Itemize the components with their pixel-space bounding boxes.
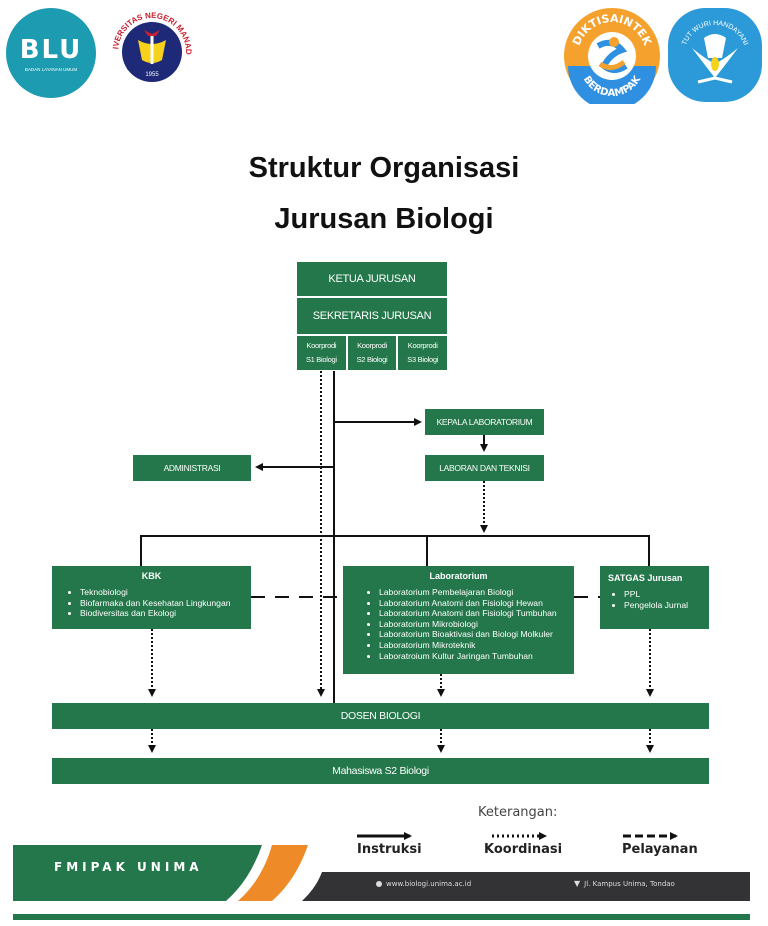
footer-green-panel xyxy=(13,845,262,901)
satgas-list: PPL Pengelola Jurnal xyxy=(600,589,709,610)
laboratorium-item: Laboratroium Kultur Jaringan Tumbuhan xyxy=(379,651,574,662)
kepala-laboratorium-box: KEPALA LABORATORIUM xyxy=(425,409,544,435)
globe-icon xyxy=(376,881,382,887)
diktisaintek-logo: DIKTISAINTEK BERDAMPAK xyxy=(564,8,660,104)
koorprodi-s2-line2: S2 Biologi xyxy=(356,355,388,364)
koorprodi-s1-line2: S1 Biologi xyxy=(305,355,337,364)
kbk-title: KBK xyxy=(141,571,162,581)
kbk-card: KBK Teknobiologi Biofarmaka dan Kesehata… xyxy=(52,566,251,629)
laboran-teknisi-box: LABORAN DAN TEKNISI xyxy=(425,455,544,481)
laboratorium-item: Laboratorium Bioaktivasi dan Biologi Mol… xyxy=(379,629,574,640)
tut-wuri-handayani-logo: TUT WURI HANDAYANI xyxy=(668,8,762,102)
legend-heading: Keterangan: xyxy=(478,805,558,820)
koorprodi-s2-line1: Koorprodi xyxy=(357,341,387,350)
satgas-item: PPL xyxy=(624,589,709,600)
laboratorium-title: Laboratorium xyxy=(429,571,488,581)
unima-year: 1955 xyxy=(145,72,159,78)
footer-website-text: www.biologi.unima.ac.id xyxy=(386,880,472,888)
dosen-biologi-label: DOSEN BIOLOGI xyxy=(340,710,421,722)
sekretaris-jurusan-label: SEKRETARIS JURUSAN xyxy=(312,310,432,322)
laboran-teknisi-label: LABORAN DAN TEKNISI xyxy=(439,463,530,473)
footer-dark-band xyxy=(302,872,750,901)
diktisaintek-emblem-icon: DIKTISAINTEK BERDAMPAK xyxy=(568,12,656,104)
unima-logo: UNIVERSITAS NEGERI MANADO UNIMA TONDANO … xyxy=(108,8,196,96)
koorprodi-s3-box: Koorprodi S3 Biologi xyxy=(398,336,448,370)
laboratorium-item: Laboratorium Mikroteknik xyxy=(379,640,574,651)
tut-wuri-emblem-icon: TUT WURI HANDAYANI xyxy=(681,20,749,84)
ketua-jurusan-label: KETUA JURUSAN xyxy=(328,273,416,285)
laboratorium-item: Laboratorium Anatomi dan Fisiologi Hewan xyxy=(379,598,574,609)
dosen-biologi-bar: DOSEN BIOLOGI xyxy=(52,703,709,729)
laboratorium-card: Laboratorium Laboratorium Pembelajaran B… xyxy=(343,566,574,674)
koorprodi-s3-line2: S3 Biologi xyxy=(407,355,439,364)
ketua-jurusan-box: KETUA JURUSAN xyxy=(297,262,447,296)
satgas-card: SATGAS Jurusan PPL Pengelola Jurnal xyxy=(600,566,709,629)
footer-bottom-green-line xyxy=(13,914,750,920)
koorprodi-s1-line1: Koorprodi xyxy=(306,341,337,350)
footer-address: ▼ Jl. Kampus Unima, Tondao xyxy=(574,879,675,888)
unima-emblem-icon: UNIVERSITAS NEGERI MANADO UNIMA TONDANO … xyxy=(108,8,193,83)
koorprodi-s1-box: Koorprodi S1 Biologi xyxy=(297,336,346,370)
footer-orange-stripe xyxy=(238,845,308,901)
footer-brand: FMIPAK UNIMA xyxy=(54,860,203,874)
mahasiswa-label: Mahasiswa S2 Biologi xyxy=(332,765,429,777)
map-pin-icon: ▼ xyxy=(574,879,581,888)
laboratorium-item: Laboratorium Mikrobiologi xyxy=(379,619,574,630)
kbk-item: Biodiversitas dan Ekologi xyxy=(80,608,251,619)
legend-label-pelayanan: Pelayanan xyxy=(622,842,698,857)
sekretaris-jurusan-box: SEKRETARIS JURUSAN xyxy=(297,298,447,334)
footer-website[interactable]: www.biologi.unima.ac.id xyxy=(376,880,471,888)
satgas-item: Pengelola Jurnal xyxy=(624,600,709,611)
laboratorium-list: Laboratorium Pembelajaran Biologi Labora… xyxy=(343,587,574,661)
blu-logo: BLU BADAN LAYANAN UMUM xyxy=(6,8,96,98)
kbk-list: Teknobiologi Biofarmaka dan Kesehatan Li… xyxy=(52,587,251,619)
page-subtitle: Jurusan Biologi xyxy=(274,203,494,235)
kbk-item: Biofarmaka dan Kesehatan Lingkungan xyxy=(80,598,251,609)
footer-address-text: Jl. Kampus Unima, Tondao xyxy=(584,879,675,888)
mahasiswa-bar: Mahasiswa S2 Biologi xyxy=(52,758,709,784)
blu-logo-subtext: BADAN LAYANAN UMUM xyxy=(24,66,78,72)
blu-logo-text: BLU xyxy=(19,34,83,65)
laboratorium-item: Laboratorium Pembelajaran Biologi xyxy=(379,587,574,598)
kbk-item: Teknobiologi xyxy=(80,587,251,598)
page-title: Struktur Organisasi xyxy=(248,152,520,184)
laboratorium-item: Laboratorium Anatomi dan Fisiologi Tumbu… xyxy=(379,608,574,619)
koorprodi-row: Koorprodi S1 Biologi Koorprodi S2 Biolog… xyxy=(297,336,448,370)
administrasi-label: ADMINISTRASI xyxy=(163,463,221,473)
satgas-title: SATGAS Jurusan xyxy=(608,573,683,583)
legend-label-koordinasi: Koordinasi xyxy=(484,842,563,857)
legend-label-instruksi: Instruksi xyxy=(357,842,422,857)
koorprodi-s2-box: Koorprodi S2 Biologi xyxy=(347,336,397,370)
kepala-laboratorium-label: KEPALA LABORATORIUM xyxy=(436,417,533,427)
koorprodi-s3-line1: Koorprodi xyxy=(407,341,438,350)
administrasi-box: ADMINISTRASI xyxy=(133,455,251,481)
